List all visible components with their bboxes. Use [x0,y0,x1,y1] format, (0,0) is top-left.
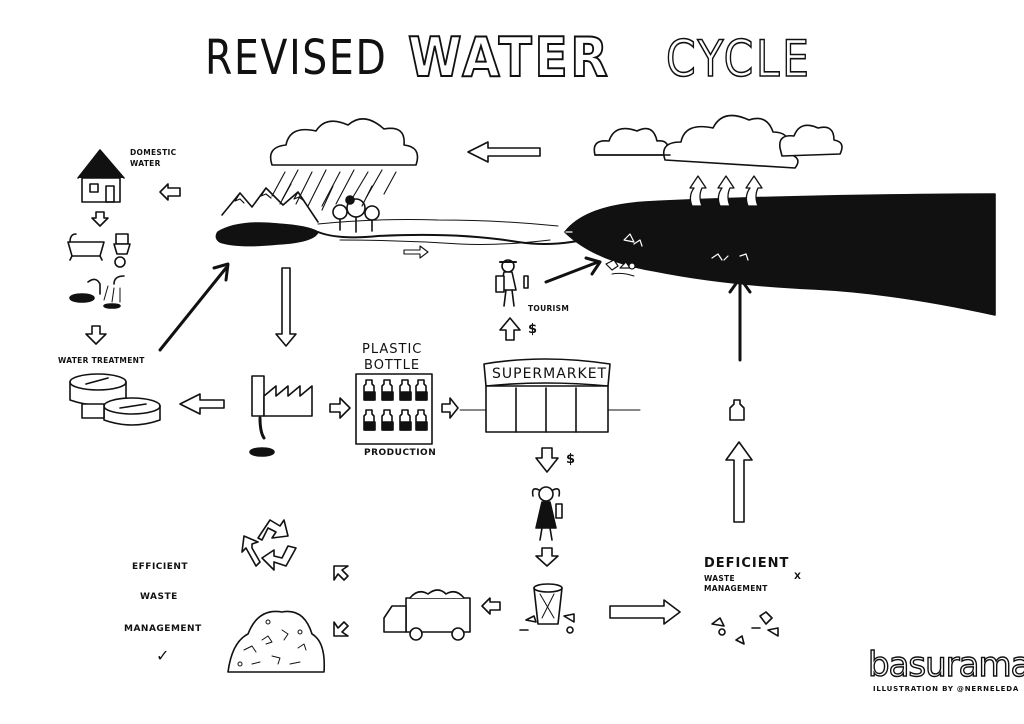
house-icon [77,149,125,203]
arrow-to-treatment [179,393,225,415]
arrow-lake-to-factory [275,267,297,347]
arrow-treatment-to-lake [158,266,228,352]
arrow-to-landfill [333,621,349,637]
arrow-to-recycling [333,565,349,581]
label-bottle: BOTTLE [364,358,421,373]
mountains-icon [221,187,319,223]
clouds-right-icon [593,114,843,169]
label-efficient-waste: WASTE [140,592,178,602]
arrow-up-tourism [499,317,521,341]
trees-icon [332,195,380,233]
label-efficient-management: MANAGEMENT [124,624,202,634]
label-plastic: PLASTIC [362,342,423,357]
label-domestic: DOMESTIC [130,148,177,157]
label-supermarket: SUPERMARKET [492,366,608,382]
tap-shower-icon [69,275,125,309]
factory-icon [249,375,313,457]
label-water: WATER [130,159,161,168]
arrow-down-consumer [535,447,559,473]
arrow-down-trashbin [535,547,559,567]
illustration-credit: ILLUSTRATION BY @nerneleda [873,685,1020,693]
bathroom-icon [67,233,131,268]
arrow-to-deficient [609,599,681,625]
rain-cloud-icon [269,118,419,211]
arrow-bottles-to-supermarket [441,397,459,419]
water-treatment-icon [69,373,161,426]
title-water: WATER [407,25,611,90]
arrow-house-down [91,211,109,227]
label-deficient-management: MANAGEMENT [704,584,768,593]
basurama-logo: basurama [867,644,1024,685]
check-mark-icon: ✓ [156,646,170,665]
label-deficient-waste: WASTE [704,574,735,583]
label-efficient: EFFICIENT [132,562,189,572]
bottle-production-icon [355,373,433,445]
cross-mark-icon: X [794,572,802,582]
label-water-treatment: WATER TREATMENT [58,356,145,365]
tourist-icon [495,259,529,307]
scattered-trash-icon [711,611,779,645]
sea-shape [564,193,996,316]
title-revised: REVISED [205,30,388,86]
arrow-factory-to-bottles [329,397,351,419]
river-path [317,231,599,245]
landfill-pile-icon [227,610,326,673]
title-cycle: CYCLE [665,29,812,89]
label-currency-tourism: $ [528,322,539,337]
garbage-truck-icon [383,589,471,641]
trash-bin-icon [519,583,575,634]
arrow-to-house [159,183,181,201]
bottle-floating-icon [729,399,745,421]
label-tourism: TOURISM [528,304,570,313]
supermarket-icon [459,358,641,433]
arrow-clouds-left [467,141,541,163]
label-deficient: DEFICIENT [704,556,790,571]
lake-shape [215,222,319,247]
arrow-down-treatment [85,325,107,345]
shore-garbage-icon [565,231,749,277]
arrow-tourist-to-sea [544,260,600,284]
recycle-icon [241,519,297,571]
arrow-to-truck [481,597,501,615]
consumer-girl-icon [531,486,563,541]
evaporation-arrows [689,175,763,207]
label-currency-consumer: $ [566,452,577,467]
label-production: PRODUCTION [364,448,437,458]
arrow-river-small [403,245,429,259]
arrow-up-right-big [725,441,753,523]
